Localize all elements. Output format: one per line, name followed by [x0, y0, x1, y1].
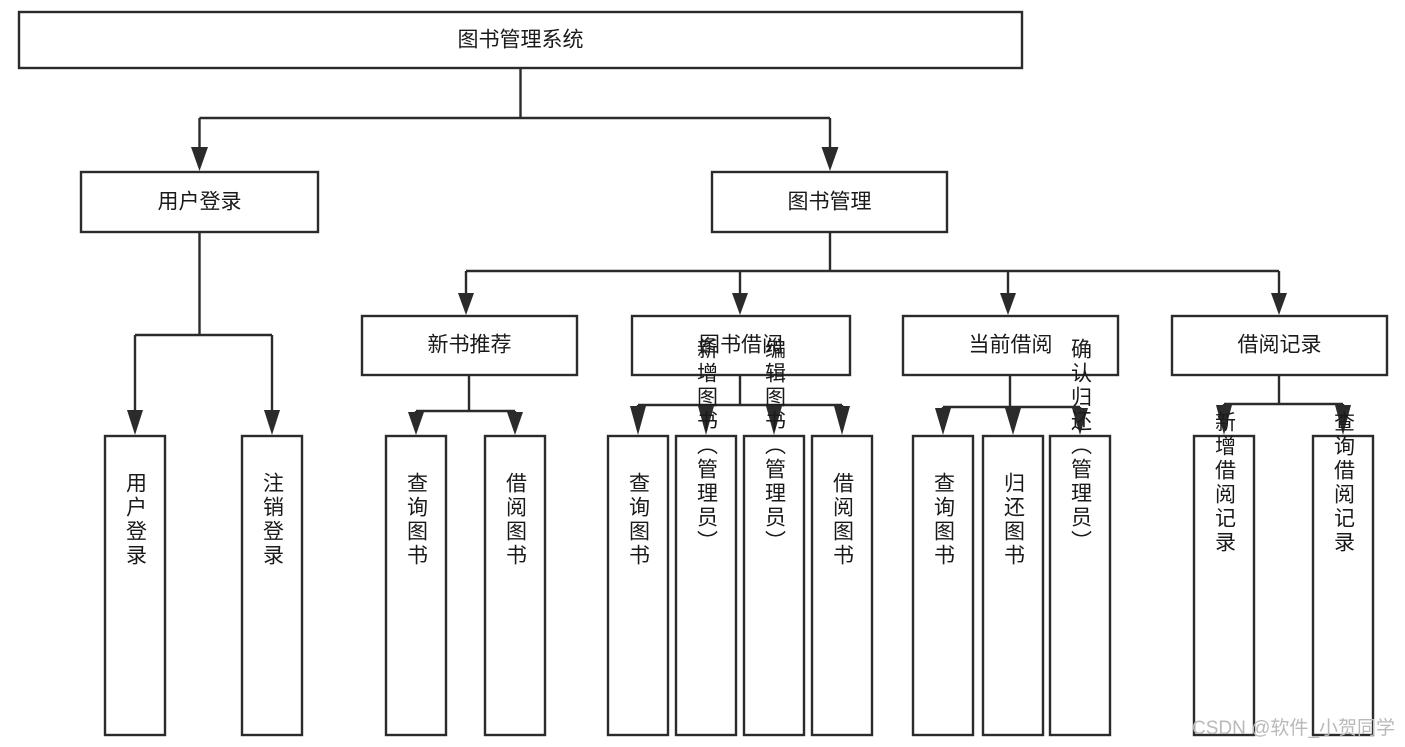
node-leaf-add-record[interactable]: 新增借阅记录: [1192, 411, 1256, 737]
arrow-to-leaf-user-login-icon: [127, 410, 143, 435]
node-leaf-borrow-book-1-label: 借阅图书: [504, 472, 528, 568]
node-root[interactable]: 图书管理系统: [17, 10, 1024, 70]
node-leaf-add-record-box: [1192, 434, 1256, 737]
node-book-borrow-box: [630, 314, 852, 377]
arrow-to-leaf-borrow-book-2-icon: [834, 406, 850, 435]
node-leaf-borrow-book-2-label: 借阅图书: [831, 472, 855, 568]
arrow-to-leaf-query-book-2-icon: [630, 406, 646, 435]
node-leaf-borrow-book-2-box: [810, 434, 874, 737]
node-leaf-confirm-return-box: [1048, 434, 1112, 737]
arrow-to-borrow-record-icon: [1271, 293, 1287, 315]
node-leaf-query-book-1-label: 查询图书: [405, 472, 429, 568]
csdn-watermark: CSDN @软件_小贺同学: [1192, 718, 1395, 739]
node-leaf-add-book-label: 新增图书（管理员）: [695, 338, 719, 554]
node-book-borrow[interactable]: 图书借阅: [630, 314, 852, 377]
node-book-management-box: [710, 170, 949, 234]
node-leaf-edit-book[interactable]: 编辑图书（管理员）: [742, 338, 806, 737]
node-leaf-query-book-2-label: 查询图书: [627, 472, 651, 568]
node-current-borrow-label: 当前借阅: [969, 334, 1053, 357]
node-current-borrow[interactable]: 当前借阅: [901, 314, 1120, 377]
node-root-box: [17, 10, 1024, 70]
node-borrow-record[interactable]: 借阅记录: [1170, 314, 1389, 377]
node-root-label: 图书管理系统: [458, 29, 584, 52]
node-leaf-borrow-book-1-box: [483, 434, 547, 737]
arrow-to-book-borrow-icon: [732, 293, 748, 315]
node-leaf-query-book-2[interactable]: 查询图书: [606, 434, 670, 737]
node-new-book-recommend-label: 新书推荐: [428, 334, 512, 357]
connector-group-root: [191, 68, 839, 171]
arrow-to-leaf-query-record-icon: [1335, 405, 1351, 435]
arrow-to-leaf-query-book-3-icon: [935, 408, 951, 435]
node-leaf-user-login-box: [103, 434, 167, 737]
arrow-to-user-login-icon: [191, 147, 208, 171]
node-leaf-confirm-return[interactable]: 确认归还（管理员）: [1048, 338, 1112, 737]
node-leaf-query-book-3-box: [911, 434, 975, 737]
node-borrow-record-box: [1170, 314, 1389, 377]
node-leaf-query-record-label: 查询借阅记录: [1332, 411, 1356, 555]
node-user-login[interactable]: 用户登录: [79, 170, 320, 234]
node-user-login-box: [79, 170, 320, 234]
node-leaf-query-record-box: [1311, 434, 1375, 737]
arrow-to-leaf-confirm-return-icon: [1072, 408, 1088, 435]
node-leaf-user-login[interactable]: 用户登录: [103, 434, 167, 737]
arrow-to-leaf-add-record-icon: [1216, 405, 1232, 435]
node-leaf-return-book[interactable]: 归还图书: [981, 434, 1045, 737]
arrow-to-leaf-logout-icon: [264, 410, 280, 435]
node-leaf-logout-label: 注销登录: [261, 472, 285, 568]
node-leaf-return-book-label: 归还图书: [1002, 472, 1026, 568]
node-book-borrow-label: 图书借阅: [699, 334, 783, 357]
node-leaf-query-record[interactable]: 查询借阅记录: [1311, 411, 1375, 737]
node-leaf-logout[interactable]: 注销登录: [240, 434, 304, 737]
node-leaf-confirm-return-label: 确认归还（管理员）: [1069, 338, 1093, 554]
node-leaf-return-book-box: [981, 434, 1045, 737]
connector-group-new-book-recommend: [408, 375, 523, 435]
node-leaf-add-book-box: [674, 434, 738, 737]
node-leaf-query-book-1-box: [384, 434, 448, 737]
arrow-to-leaf-edit-book-icon: [766, 406, 782, 435]
arrow-to-leaf-query-book-1-icon: [408, 412, 424, 435]
node-leaf-add-record-label: 新增借阅记录: [1213, 411, 1237, 555]
arrow-to-leaf-add-book-icon: [698, 406, 714, 435]
node-leaf-edit-book-box: [742, 434, 806, 737]
node-borrow-record-label: 借阅记录: [1238, 334, 1322, 357]
node-leaf-borrow-book-1[interactable]: 借阅图书: [483, 434, 547, 737]
node-book-management-label: 图书管理: [788, 191, 872, 214]
connector-group-book-borrow: [630, 375, 850, 435]
arrow-to-leaf-borrow-book-1-icon: [507, 412, 523, 435]
arrow-to-leaf-return-book-icon: [1005, 408, 1021, 435]
connector-group-book-mgmt: [458, 232, 1287, 315]
node-leaf-borrow-book-2[interactable]: 借阅图书: [810, 434, 874, 737]
node-book-management[interactable]: 图书管理: [710, 170, 949, 234]
arrow-to-new-book-recommend-icon: [458, 293, 474, 315]
node-leaf-query-book-2-box: [606, 434, 670, 737]
node-leaf-add-book[interactable]: 新增图书（管理员）: [674, 338, 738, 737]
arrow-to-current-borrow-icon: [1000, 293, 1016, 315]
connector-group-current-borrow: [935, 375, 1088, 435]
node-new-book-recommend[interactable]: 新书推荐: [360, 314, 579, 377]
node-new-book-recommend-box: [360, 314, 579, 377]
node-leaf-user-login-label: 用户登录: [124, 472, 148, 568]
node-user-login-label: 用户登录: [158, 191, 242, 214]
node-leaf-edit-book-label: 编辑图书（管理员）: [763, 338, 787, 554]
node-leaf-query-book-3[interactable]: 查询图书: [911, 434, 975, 737]
connector-group-borrow-record: [1216, 375, 1351, 435]
node-leaf-query-book-1[interactable]: 查询图书: [384, 434, 448, 737]
node-current-borrow-box: [901, 314, 1120, 377]
arrow-to-book-mgmt-icon: [821, 147, 839, 171]
node-leaf-query-book-3-label: 查询图书: [932, 472, 956, 568]
node-leaf-logout-box: [240, 434, 304, 737]
connector-group-user-login: [127, 232, 280, 435]
